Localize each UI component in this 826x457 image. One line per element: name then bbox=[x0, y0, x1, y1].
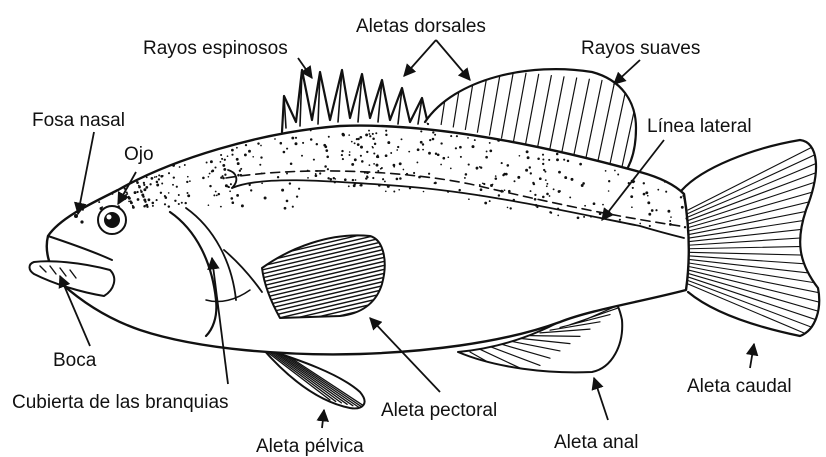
label-anal-fin: Aleta anal bbox=[554, 432, 639, 453]
label-pectoral-fin: Aleta pectoral bbox=[381, 400, 497, 421]
pointer-dorsal-right bbox=[436, 40, 470, 80]
spiny-dorsal-fin bbox=[282, 70, 428, 132]
pointer-caudal-fin bbox=[750, 344, 754, 368]
label-caudal-fin: Aleta caudal bbox=[687, 376, 792, 397]
pointer-pelvic-fin bbox=[322, 410, 324, 428]
label-eye: Ojo bbox=[124, 144, 154, 165]
label-gill-cover: Cubierta de las branquias bbox=[12, 392, 229, 413]
label-spiny-rays: Rayos espinosos bbox=[143, 38, 288, 59]
label-dorsal-fins: Aletas dorsales bbox=[356, 16, 486, 37]
label-mouth: Boca bbox=[53, 350, 97, 371]
pointer-anal-fin bbox=[594, 378, 608, 420]
pointer-dorsal-left bbox=[404, 40, 436, 76]
label-lateral-line: Línea lateral bbox=[647, 116, 752, 137]
label-soft-rays: Rayos suaves bbox=[581, 38, 700, 59]
eye bbox=[98, 206, 126, 234]
pelvic-fin bbox=[262, 348, 370, 410]
caudal-fin bbox=[682, 138, 826, 344]
pointer-soft-rays bbox=[614, 60, 640, 84]
pointer-nostril bbox=[78, 132, 94, 214]
pointer-spiny-rays bbox=[298, 58, 312, 78]
label-nostril: Fosa nasal bbox=[32, 110, 125, 131]
label-pelvic-fin: Aleta pélvica bbox=[256, 436, 364, 457]
